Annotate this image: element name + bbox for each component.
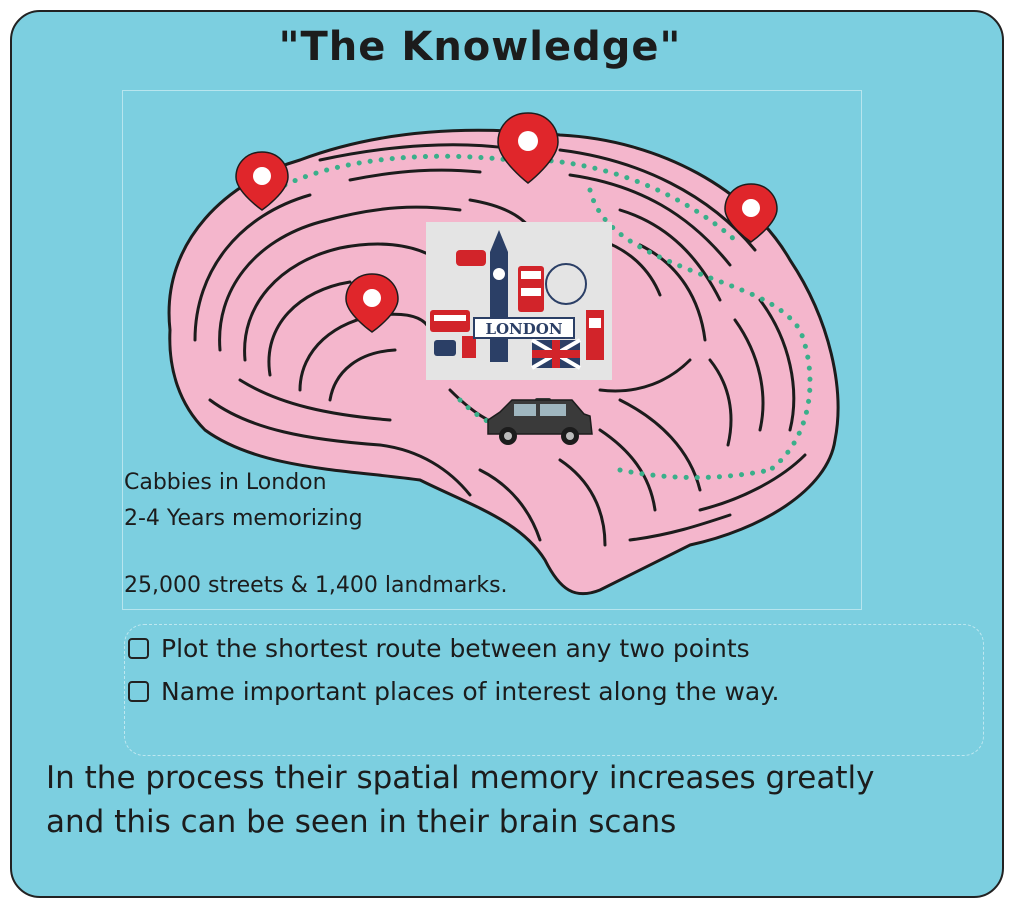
map-pin-icon bbox=[345, 273, 399, 333]
footer-line-1: In the process their spatial memory incr… bbox=[46, 760, 875, 796]
map-pin-icon bbox=[724, 183, 778, 243]
checklist-item[interactable]: Plot the shortest route between any two … bbox=[128, 634, 750, 663]
brain-frame bbox=[122, 90, 862, 610]
diagram-title: "The Knowledge" bbox=[278, 24, 682, 70]
fact-years: 2-4 Years memorizing bbox=[124, 506, 363, 531]
big-ben-icon bbox=[490, 230, 508, 362]
checkbox-icon[interactable] bbox=[128, 638, 149, 659]
london-collage: LONDON bbox=[426, 222, 612, 380]
checkbox-icon[interactable] bbox=[128, 681, 149, 702]
checklist-area bbox=[124, 624, 984, 756]
checklist-item[interactable]: Name important places of interest along … bbox=[128, 677, 779, 706]
checklist-label: Plot the shortest route between any two … bbox=[161, 634, 750, 663]
map-pin-icon bbox=[235, 151, 289, 211]
map-pin-icon bbox=[497, 112, 559, 184]
union-jack-icon bbox=[530, 338, 582, 370]
footer-line-2: and this can be seen in their brain scan… bbox=[46, 804, 677, 840]
phone-box-icon bbox=[586, 310, 604, 360]
london-label: LONDON bbox=[485, 320, 562, 338]
taxi-icon bbox=[487, 398, 593, 445]
fact-streets: 25,000 streets & 1,400 landmarks. bbox=[124, 573, 508, 598]
bus-icon bbox=[518, 266, 544, 312]
fact-cabbies: Cabbies in London bbox=[124, 470, 327, 495]
checklist-label: Name important places of interest along … bbox=[161, 677, 780, 706]
